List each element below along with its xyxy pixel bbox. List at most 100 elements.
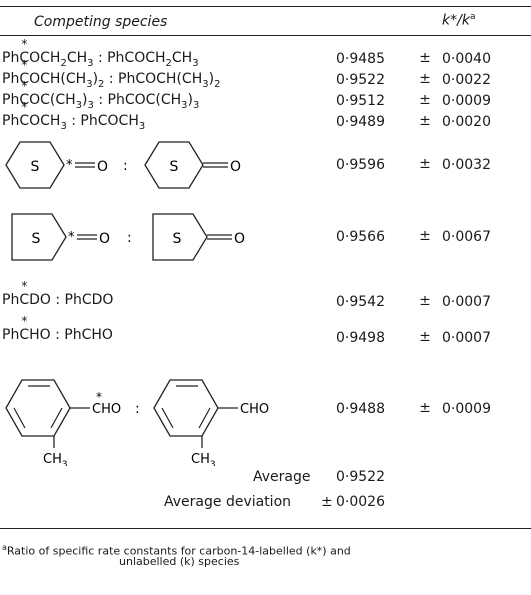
asterisk-marker: *: [68, 230, 75, 245]
species-text: : PhCOCH: [93, 50, 166, 66]
error-value: 0·0007: [442, 294, 491, 310]
methyl-label: CH3: [191, 452, 216, 466]
tolualdehyde-structure-pair: CHO * CH3 : CHO CH3: [5, 379, 269, 466]
species-text: C: [19, 71, 30, 87]
species-subscript: 3: [192, 57, 199, 69]
species-text: Ph: [2, 50, 20, 66]
species-text: Ph: [2, 327, 20, 343]
methyl-text: CH: [191, 452, 210, 466]
average-deviation-label: Average deviation: [164, 494, 292, 510]
asterisk-marker: *: [21, 279, 28, 293]
species-text: Ph: [2, 113, 20, 129]
species-text: C: [19, 50, 30, 66]
plus-minus: ±: [419, 92, 431, 108]
species-subscript: 3: [86, 78, 93, 90]
average-value: 0·9522: [336, 469, 385, 485]
ratio-value: 0·9512: [336, 93, 385, 109]
ring-letter: S: [31, 159, 40, 175]
species-subscript: 2: [214, 78, 221, 90]
labelled-carbon: C*: [19, 314, 30, 343]
species-subscript: 3: [75, 99, 83, 111]
bottom-rule: [0, 528, 531, 529]
species-row-7: PhC*DO : PhCDO: [2, 279, 113, 308]
thiane-structure-pair: S * O : S O: [5, 141, 241, 189]
species-subscript: 3: [181, 99, 188, 111]
benzene-ring-left: [5, 379, 71, 437]
plus-minus: ±: [419, 293, 431, 309]
species-subscript: 3: [193, 99, 200, 111]
five-ring-right: [152, 213, 208, 261]
error-value: 0·0009: [442, 401, 491, 417]
labelled-carbon: C*: [19, 279, 30, 308]
methyl-label: CH3: [43, 452, 68, 466]
species-text: Ph: [2, 71, 20, 87]
ratio-value: 0·9485: [336, 51, 385, 67]
species-text: ): [208, 71, 215, 87]
species-text: C: [19, 327, 30, 343]
six-ring-right: [144, 141, 204, 189]
error-value: 0·0022: [442, 72, 491, 88]
oxygen-label: O: [230, 159, 241, 175]
species-text: CH: [66, 50, 88, 66]
species-subscript: 2: [165, 57, 172, 69]
asterisk-marker: *: [21, 100, 28, 114]
species-text: C: [19, 292, 30, 308]
ratio-value: 0·9596: [336, 157, 385, 173]
labelled-carbon: C*: [19, 79, 30, 108]
ratio-value: 0·9566: [336, 229, 385, 245]
ring-letter: S: [173, 231, 182, 247]
top-rule: [0, 6, 531, 7]
header-rule: [0, 35, 531, 36]
aromatic-bond: [161, 407, 174, 429]
footnote-marker: a: [2, 543, 7, 552]
species-text: Ph: [2, 92, 20, 108]
plus-minus: ±: [419, 156, 431, 172]
aromatic-bond: [50, 407, 63, 429]
methyl-text: CH: [43, 452, 62, 466]
species-subscript: 2: [98, 78, 105, 90]
five-ring-left: [11, 213, 67, 261]
labelled-carbon: C*: [19, 37, 30, 66]
plus-minus: ±: [419, 228, 431, 244]
species-row-3: PhC*OC(CH3)3 : PhCOC(CH3)3: [2, 79, 200, 111]
species-text: ): [82, 92, 88, 108]
ring-letter: S: [170, 159, 179, 175]
methyl-subscript: 3: [210, 460, 216, 466]
species-text: C: [19, 113, 30, 129]
species-subscript: 3: [202, 78, 209, 90]
footnote-line-1: aRatio of specific rate constants for ca…: [2, 541, 531, 558]
header-competing-species: Competing species: [34, 14, 168, 30]
aromatic-bond: [198, 407, 211, 429]
species-text: C: [19, 92, 30, 108]
ratio-value: 0·9489: [336, 114, 385, 130]
species-subscript: 2: [60, 57, 67, 69]
species-text: OCH: [29, 50, 61, 66]
species-text: HO : PhCHO: [29, 327, 113, 343]
colon-separator: :: [123, 158, 128, 174]
average-deviation-plus-minus: ±: [321, 494, 333, 510]
species-subscript: 3: [87, 57, 94, 69]
footnote-line-2: unlabelled (k) species: [119, 555, 240, 568]
species-subscript: 3: [87, 99, 94, 111]
aldehyde-group-label: CHO: [92, 402, 121, 417]
species-text: ): [92, 71, 99, 87]
benzene-ring-right: [153, 379, 219, 437]
asterisk-marker: *: [66, 158, 73, 173]
species-text: CH: [171, 50, 193, 66]
species-text: ): [187, 92, 194, 108]
aldehyde-group-label: CHO: [240, 402, 269, 417]
colon-separator: :: [135, 401, 140, 417]
species-row-2: PhC*OCH(CH3)2 : PhCOCH(CH3)2: [2, 58, 221, 90]
ring-letter: S: [32, 231, 41, 247]
species-row-1: PhC*OCH2CH3 : PhCOCH2CH3: [2, 37, 199, 69]
labelled-carbon: C*: [19, 100, 30, 129]
ratio-value: 0·9498: [336, 330, 385, 346]
species-row-4: PhC*OCH3 : PhCOCH3: [2, 100, 145, 132]
error-value: 0·0040: [442, 51, 491, 67]
species-subscript: 3: [60, 120, 67, 132]
six-ring-left: [5, 141, 65, 189]
plus-minus: ±: [419, 71, 431, 87]
asterisk-marker: *: [96, 390, 102, 404]
thiolane-structure-pair: S * O : S O: [11, 213, 245, 261]
